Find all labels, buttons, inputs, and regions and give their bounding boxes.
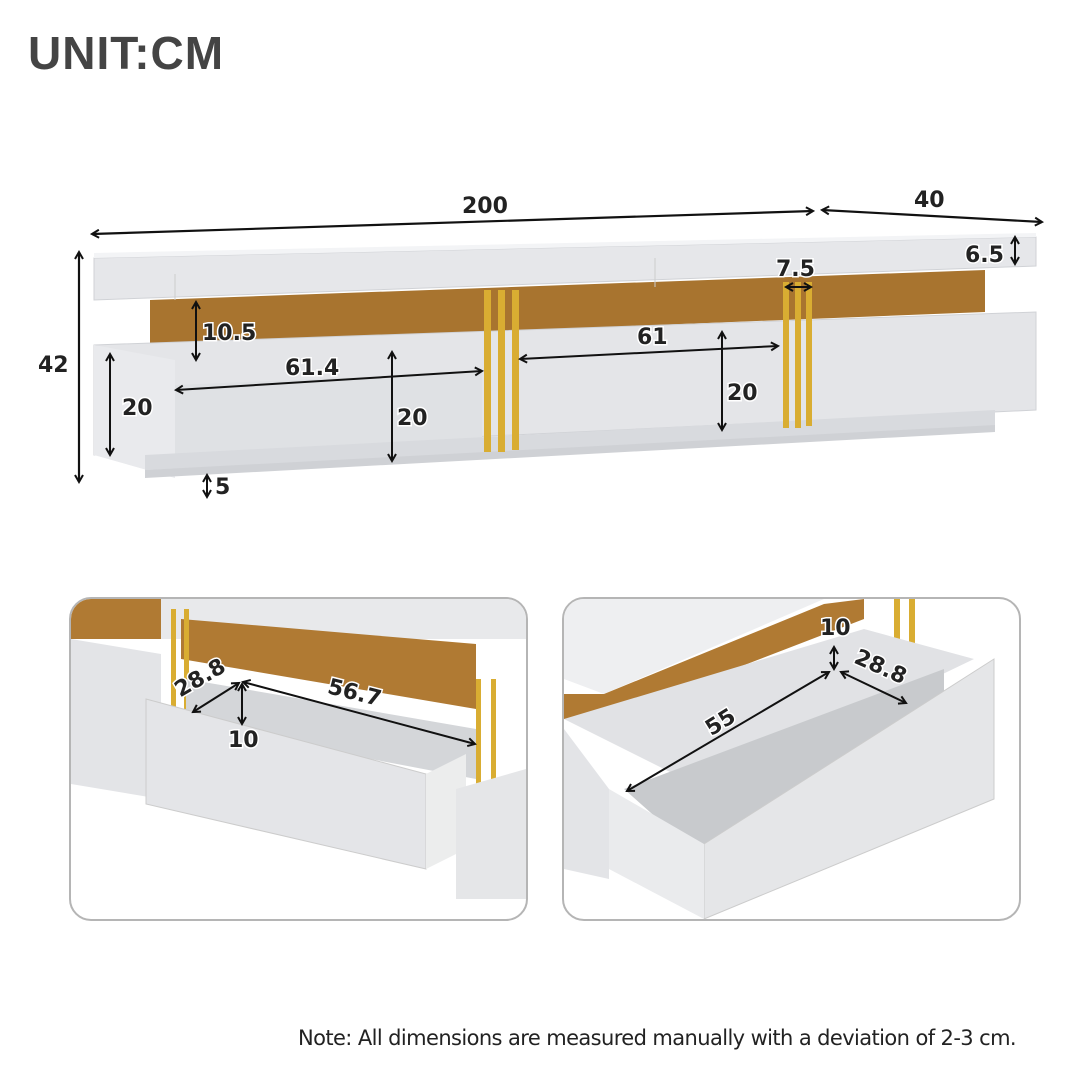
dim-drawer-height-left: 10 [228, 728, 259, 753]
dim-left-drawer-width: 61.4 [285, 356, 339, 381]
measurement-note: Note: All dimensions are measured manual… [298, 1026, 1017, 1050]
dim-side-cabinet-height: 20 [122, 396, 153, 421]
dim-base-height: 5 [215, 475, 230, 500]
dim-center-drawer-width: 61 [637, 325, 668, 350]
dim-left-drawer-height: 20 [397, 406, 428, 431]
dim-open-shelf-height: 10.5 [202, 321, 256, 346]
dim-overall-length: 200 [462, 194, 508, 219]
dim-center-drawer-height: 20 [727, 381, 758, 406]
dim-gold-strip-width: 7.5 [776, 257, 815, 282]
detail-panel-left: 28.8 56.7 10 [69, 597, 528, 921]
detail-panel-right: 10 28.8 55 [562, 597, 1021, 921]
gold-strips-right [783, 282, 812, 428]
dim-top-thickness: 6.5 [965, 243, 1004, 268]
dim-overall-height: 42 [38, 353, 69, 378]
main-tv-stand-diagram: 200 40 42 6.5 7.5 10.5 61.4 61 20 20 20 … [37, 187, 1080, 502]
dim-overall-depth: 40 [914, 188, 945, 213]
dim-drawer-height-right: 10 [820, 616, 851, 641]
gold-strips-left [484, 290, 519, 452]
unit-title: UNIT:CM [28, 27, 225, 79]
